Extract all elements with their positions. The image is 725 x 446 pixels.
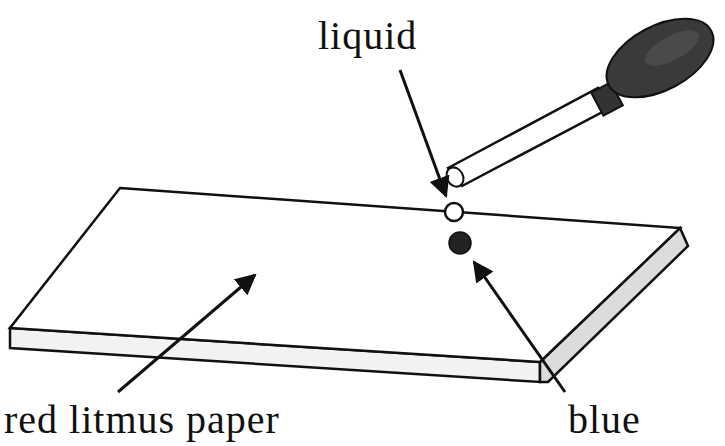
leader-arrow [400, 70, 446, 196]
paper-label: red litmus paper [4, 398, 280, 442]
leader-arrow [118, 275, 255, 392]
red-litmus-paper [10, 188, 680, 362]
blue-spot [449, 232, 471, 254]
dropper [443, 3, 725, 190]
leader-arrow [474, 262, 565, 392]
liquid-label: liquid [318, 14, 417, 58]
liquid-drop [445, 203, 463, 221]
result-label: blue [568, 398, 641, 442]
